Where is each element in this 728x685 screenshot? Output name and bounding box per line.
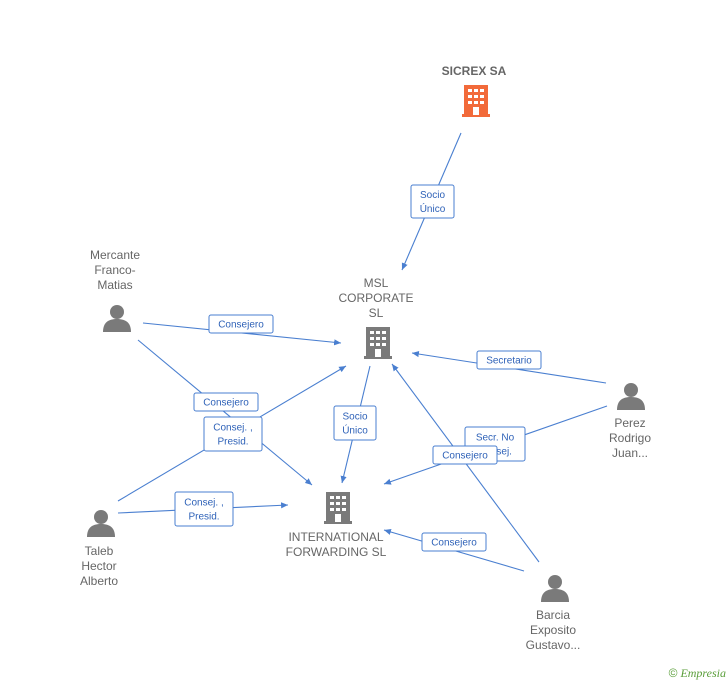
person-node-mercante[interactable]: Mercante Franco- Matias <box>90 248 140 332</box>
edge-label-text: Consejero <box>203 398 249 409</box>
edge-label-mercante-msl[interactable]: Consejero <box>208 314 274 334</box>
company-node-msl[interactable]: MSL CORPORATE SL <box>338 276 414 359</box>
company-name-sicrex: SICREX SA <box>442 64 507 78</box>
person-name-taleb-line2: Hector <box>81 559 116 573</box>
person-name-barcia-line3: Gustavo... <box>526 638 581 652</box>
person-name-perez-line3: Juan... <box>612 446 648 460</box>
edge-label-box <box>174 491 234 527</box>
edge-label-taleb-ifsl[interactable]: Consej. , Presid. <box>174 491 234 527</box>
edge-line-mercante-ifsl <box>137 339 313 486</box>
edge-label-text: Presid. <box>188 512 219 523</box>
person-icon <box>541 575 569 602</box>
edge-label-text: Secretario <box>486 356 532 367</box>
person-node-perez[interactable]: Perez Rodrigo Juan... <box>609 383 651 460</box>
company-name-msl-line3: SL <box>369 306 384 320</box>
person-name-mercante-line1: Mercante <box>90 248 140 262</box>
person-icon <box>617 383 645 410</box>
building-icon <box>364 327 392 359</box>
company-node-sicrex[interactable]: SICREX SA <box>442 64 507 117</box>
edge-label-text: Único <box>420 202 446 215</box>
edge-label-barcia-msl[interactable]: Consejero <box>432 445 498 465</box>
company-name-ifsl-line2: FORWARDING SL <box>286 545 387 559</box>
person-icon <box>87 510 115 537</box>
copyright-symbol: © <box>668 666 678 680</box>
edge-label-mercante-ifsl[interactable]: Consejero <box>193 392 259 412</box>
edge-label-box <box>432 445 498 465</box>
building-icon <box>462 85 490 117</box>
edge-label-box <box>410 184 455 219</box>
building-icon <box>324 492 352 524</box>
person-name-mercante-line2: Franco- <box>94 263 135 277</box>
person-name-barcia-line2: Exposito <box>530 623 576 637</box>
brand-logo-text: Empresia <box>680 666 726 680</box>
company-name-msl-line1: MSL <box>364 276 389 290</box>
edge-label-box <box>421 532 487 552</box>
footer-brand[interactable]: ©Empresia <box>669 666 726 681</box>
edge-label-text: Socio <box>420 190 445 201</box>
person-node-taleb[interactable]: Taleb Hector Alberto <box>80 510 118 588</box>
edge-label-box <box>208 314 274 334</box>
edge-label-text: Único <box>342 424 368 437</box>
edge-label-box <box>476 350 542 370</box>
person-icon <box>103 305 131 332</box>
person-name-taleb-line3: Alberto <box>80 574 118 588</box>
edge-label-text: Socio <box>342 412 367 423</box>
edge-label-text: Consej. , <box>184 498 223 509</box>
company-node-ifsl[interactable]: INTERNATIONAL FORWARDING SL <box>286 492 387 559</box>
edge-label-text: Consej. , <box>213 423 252 434</box>
edge-label-barcia-ifsl[interactable]: Consejero <box>421 532 487 552</box>
person-name-perez-line1: Perez <box>614 416 645 430</box>
edge-label-box <box>193 392 259 412</box>
company-name-ifsl-line1: INTERNATIONAL <box>288 530 383 544</box>
edge-label-taleb-msl[interactable]: Consej. , Presid. <box>203 416 263 452</box>
edge-label-text: Presid. <box>217 437 248 448</box>
edge-label-text: Secr. No <box>476 433 515 444</box>
edge-label-perez-msl[interactable]: Secretario <box>476 350 542 370</box>
edge-label-box <box>333 405 377 441</box>
edge-label-text: Consejero <box>431 538 477 549</box>
person-name-mercante-line3: Matias <box>97 278 132 292</box>
person-node-barcia[interactable]: Barcia Exposito Gustavo... <box>526 575 581 652</box>
person-name-taleb-line1: Taleb <box>85 544 114 558</box>
edge-label-box <box>203 416 263 452</box>
person-name-perez-line2: Rodrigo <box>609 431 651 445</box>
edge-label-text: Consejero <box>218 320 264 331</box>
person-name-barcia-line1: Barcia <box>536 608 570 622</box>
company-name-msl-line2: CORPORATE <box>338 291 413 305</box>
edge-label-text: Consejero <box>442 451 488 462</box>
